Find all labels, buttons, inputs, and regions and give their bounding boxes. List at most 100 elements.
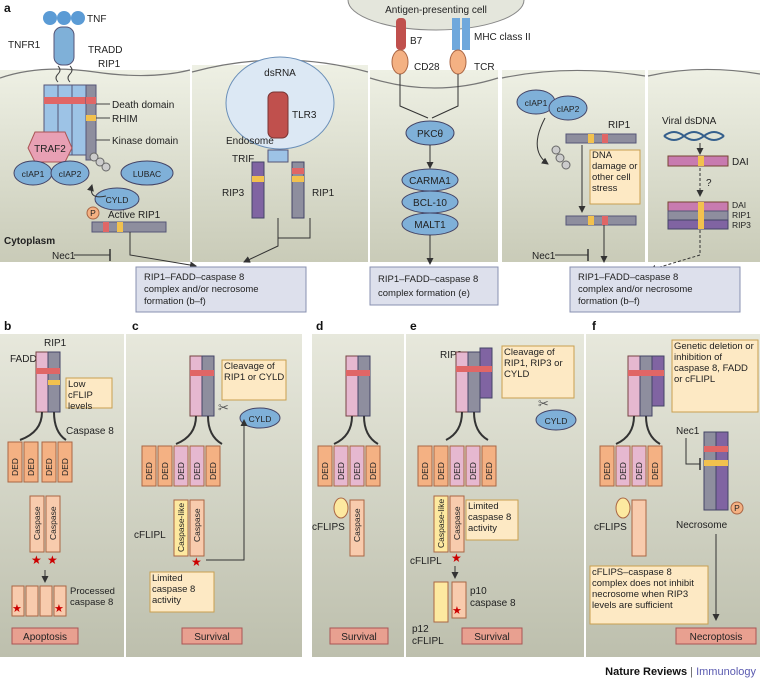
p10-label: p10 <box>470 586 487 597</box>
ciap2-label-a4: cIAP2 <box>557 104 580 114</box>
rip1-label-a4: RIP1 <box>608 120 631 131</box>
caspase-b-1: Caspase <box>32 506 42 540</box>
tradd-label: TRADD <box>88 45 122 56</box>
ded-b-4: DED <box>60 458 70 476</box>
ded-c-4: DED <box>192 462 202 480</box>
ded-e-5: DED <box>484 462 494 480</box>
panel-letter-d: d <box>316 319 323 333</box>
cleavage-box-c: Cleavage of RIP1 or CYLD <box>224 361 285 383</box>
viral-dsdna-label: Viral dsDNA <box>662 116 717 127</box>
apc-label: Antigen-presenting cell <box>385 5 487 16</box>
bcl10-label: BCL-10 <box>413 198 447 209</box>
footer-journal: Nature Reviews <box>605 666 687 678</box>
ded-b-3: DED <box>44 458 54 476</box>
cytoplasm-label: Cytoplasm <box>4 236 55 247</box>
cflipl-label-e2: cFLIPL <box>412 636 444 647</box>
outcome-f: Necroptosis <box>690 632 743 643</box>
box2-line1: RIP1–FADD–caspase 8 <box>378 274 478 285</box>
rip1-label-a5: RIP1 <box>732 210 751 220</box>
cflips-label-f: cFLIPS <box>594 522 627 533</box>
panel-b-apoptosis: FADD RIP1 Low cFLIP levels Caspase 8 DED… <box>7 338 115 645</box>
caspase-c: Caspase <box>192 508 202 542</box>
genetic-box-f: Genetic deletion or inhibition of caspas… <box>674 341 754 385</box>
svg-text:Nature Reviews | Immunology: Nature Reviews | Immunology <box>605 666 756 678</box>
ciap1-label-a4: cIAP1 <box>525 98 548 108</box>
dai-label-2: DAI <box>732 200 746 210</box>
panel-letter-b: b <box>4 319 11 333</box>
ded-b-2: DED <box>26 458 36 476</box>
ded-f-4: DED <box>650 462 660 480</box>
footer: Nature Reviews | Immunology <box>605 666 756 678</box>
ded-d-2: DED <box>336 462 346 480</box>
ciap1-label-a: cIAP1 <box>22 169 45 179</box>
panel-c-survival: Cleavage of RIP1 or CYLD CYLD ✂ DED DED … <box>134 355 287 645</box>
rip3-label-a5: RIP3 <box>732 220 751 230</box>
box2-line2: complex formation (e) <box>378 288 470 299</box>
nec1-label-a4: Nec1 <box>532 251 556 262</box>
carma1-label: CARMA1 <box>409 176 451 187</box>
panel-d-survival: DED DED DED DED Caspase cFLIPS Survival <box>312 355 389 645</box>
svg-text:★: ★ <box>54 603 64 615</box>
footer-sep: | <box>687 666 696 678</box>
caspase-d: Caspase <box>352 508 362 542</box>
b7-label: B7 <box>410 36 423 47</box>
box3-line2: complex and/or necrosome <box>578 284 693 295</box>
ded-e-4: DED <box>468 462 478 480</box>
ded-d-1: DED <box>320 462 330 480</box>
phospho-label-a: P <box>90 208 96 218</box>
processed-caspase8-label: Processed caspase 8 <box>70 586 115 608</box>
box1-line1: RIP1–FADD–caspase 8 <box>144 272 244 283</box>
antigen-presenting-cell: Antigen-presenting cell <box>347 0 525 31</box>
dsrna-label: dsRNA <box>264 68 296 79</box>
pkc-label: PKCθ <box>417 129 444 140</box>
ded-e-3: DED <box>452 462 462 480</box>
tcr-label: TCR <box>474 62 495 73</box>
trif-label: TRIF <box>232 154 254 165</box>
death-domain-label: Death domain <box>112 100 174 111</box>
rip1-label-a2: RIP1 <box>312 188 335 199</box>
box3-line1: RIP1–FADD–caspase 8 <box>578 272 678 283</box>
rip1-label-a: RIP1 <box>98 59 121 70</box>
note-box-f: cFLIPS–caspase 8 complex does not inhibi… <box>592 567 694 611</box>
cleavage-box-e: Cleavage of RIP1, RIP3 or CYLD <box>504 347 563 380</box>
tlr3-label: TLR3 <box>292 110 317 121</box>
svg-text:★: ★ <box>47 553 58 567</box>
rhim-label: RHIM <box>112 114 138 125</box>
tcr-signalling: B7 MHC class II CD28 TCR PKCθ CARMA1 BCL… <box>391 18 531 265</box>
caspase-b-2: Caspase <box>48 506 58 540</box>
ded-d-4: DED <box>368 462 378 480</box>
ded-c-2: DED <box>160 462 170 480</box>
tnfr1-signalling: TNF TNFR1 TRADD RIP1 Death domain RHIM K… <box>4 11 197 269</box>
outcome-b: Apoptosis <box>23 632 67 643</box>
ded-c-5: DED <box>208 462 218 480</box>
nec1-label-a: Nec1 <box>52 251 76 262</box>
panel-f-necroptosis: Genetic deletion or inhibition of caspas… <box>589 339 759 645</box>
mhc-label: MHC class II <box>474 32 531 43</box>
svg-text:★: ★ <box>452 605 462 617</box>
ded-d-3: DED <box>352 462 362 480</box>
rip1-label-b: RIP1 <box>44 338 67 349</box>
panel-e-survival: RIP3 Cleavage of RIP1, RIP3 or CYLD CYLD… <box>410 345 577 647</box>
necrosome-label: Necrosome <box>676 520 728 531</box>
caspase-like-e: Caspase-like <box>436 499 446 548</box>
svg-text:✂: ✂ <box>538 396 549 411</box>
ded-c-3: DED <box>176 462 186 480</box>
rip3-label-e: RIP3 <box>440 350 463 361</box>
svg-text:★: ★ <box>12 603 22 615</box>
ded-f-3: DED <box>634 462 644 480</box>
ded-e-2: DED <box>436 462 446 480</box>
ded-e-1: DED <box>420 462 430 480</box>
malt1-label: MALT1 <box>414 220 446 231</box>
ded-c-1: DED <box>144 462 154 480</box>
panel-letter-c: c <box>132 319 139 333</box>
panel-letter-e: e <box>410 319 417 333</box>
endosome-label: Endosome <box>226 136 274 147</box>
caspase8-label-b: Caspase 8 <box>66 426 114 437</box>
limited-box-e: Limited caspase 8 activity <box>468 501 512 534</box>
footer-section: Immunology <box>696 666 756 678</box>
cflipl-label-c: cFLIPL <box>134 530 166 541</box>
svg-text:★: ★ <box>191 555 202 569</box>
cflips-label-d: cFLIPS <box>312 522 345 533</box>
limited-box-c: Limited caspase 8 activity <box>152 573 196 606</box>
